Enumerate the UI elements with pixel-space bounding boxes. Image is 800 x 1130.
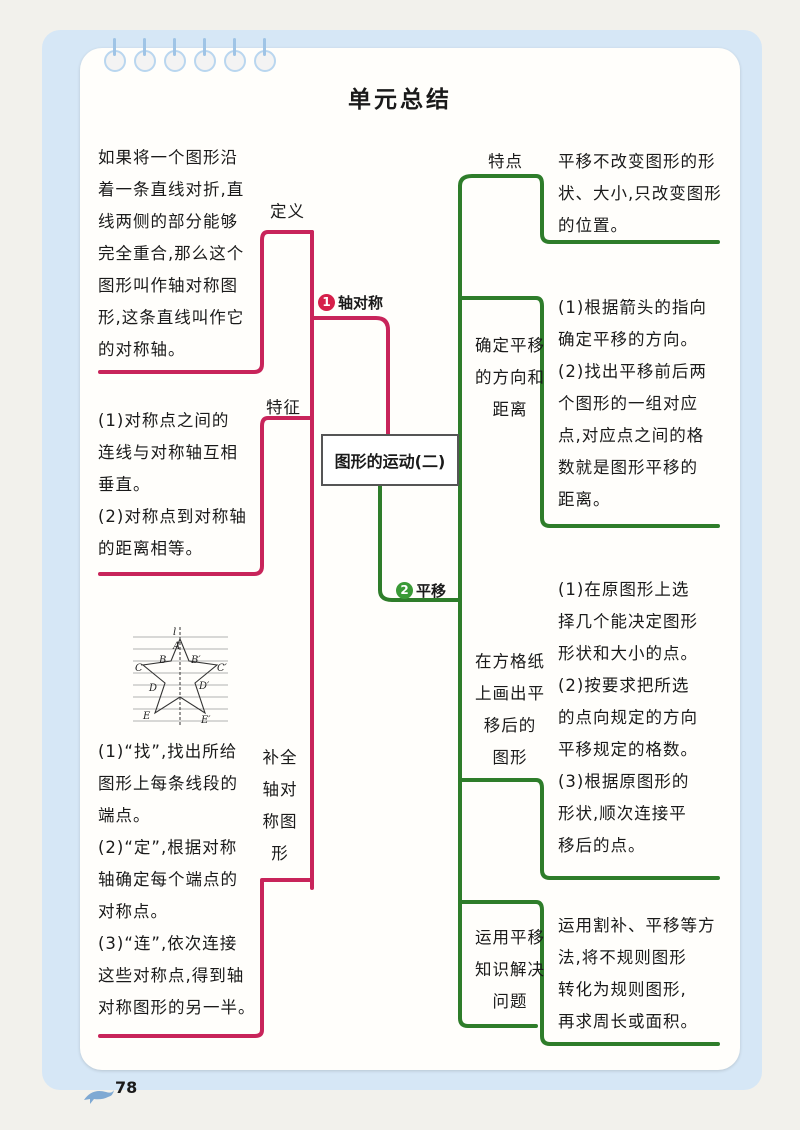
branch-label: 轴对称 [338,294,384,312]
center-topic-label: 图形的运动(二) [334,452,446,471]
branch-number-badge: 1 [318,294,335,311]
node-label-definition: 定义 [270,202,305,221]
fig-label-B2: B′ [190,655,201,666]
connector-trans-apply [458,900,720,1046]
page-title: 单元总结 [348,87,452,113]
connector-axis-main [310,316,390,436]
branch-axis-symmetry: 1 轴对称 [318,292,383,313]
connector-complete [98,878,314,1038]
fig-label-C2: C′ [217,663,228,674]
trans-feature-text: 平移不改变图形的形 状、大小,只改变图形 的位置。 [558,152,722,235]
notebook-card [80,48,740,1070]
node-label-trans-apply: 运用平移 知识解决 问题 [475,928,545,1011]
fig-label-A: A [172,641,180,652]
trans-apply-text: 运用割补、平移等方 法,将不规则图形 转化为规则图形, 再求周长或面积。 [558,916,716,1031]
definition-text: 如果将一个图形沿 着一条直线对折,直 线两侧的部分能够 完全重合,那么这个 图形… [98,148,245,359]
connector-translation-main [378,480,462,602]
branch-number-badge: 2 [396,582,413,599]
connector-trans-draw [458,778,720,880]
node-label-feature: 特征 [266,398,301,417]
trans-direction-text: (1)根据箭头的指向 确定平移的方向。 (2)找出平移前后两 个图形的一组对应 … [558,298,707,509]
binder-ring [254,38,276,72]
connector-trans-end [458,1016,538,1028]
binder-ring [194,38,216,72]
connector-trans-direction [458,296,720,528]
feature-text: (1)对称点之间的 连线与对称轴互相 垂直。 (2)对称点到对称轴 的距离相等。 [98,411,247,558]
fig-label-E: E [142,711,151,722]
branch-translation: 2 平移 [396,580,446,601]
fig-label-l: l [173,627,176,638]
binder-ring [134,38,156,72]
complete-text: (1)“找”,找出所给 图形上每条线段的 端点。 (2)“定”,根据对称 轴确定… [98,742,256,1017]
fig-label-B: B [158,655,166,666]
connector-feature [98,416,314,576]
binder-ring [104,38,126,72]
dolphin-icon [84,1090,114,1104]
symmetry-star-figure: l A B B′ C C′ D D′ E E′ [133,627,228,726]
page-number: 78 [115,1078,138,1097]
star-outline [141,638,219,715]
fig-label-C: C [135,663,143,674]
connector-definition [98,230,314,374]
fig-label-E2: E′ [200,715,211,726]
node-label-trans-draw: 在方格纸 上画出平 移后的 图形 [475,652,545,767]
node-label-trans-direction: 确定平移 的方向和 距离 [475,336,545,419]
connector-trans-feature [458,174,720,244]
trans-draw-text: (1)在原图形上选 择几个能决定图形 形状和大小的点。 (2)按要求把所选 的点… [558,580,698,855]
binder-ring [164,38,186,72]
fig-label-D2: D′ [198,681,210,692]
center-topic: 图形的运动(二) [321,434,459,486]
branch-label: 平移 [416,582,447,600]
binder-ring [224,38,246,72]
fig-label-D: D [148,683,157,694]
node-label-complete: 补全 轴对 称图 形 [262,748,298,863]
node-label-trans-feature: 特点 [488,152,523,171]
